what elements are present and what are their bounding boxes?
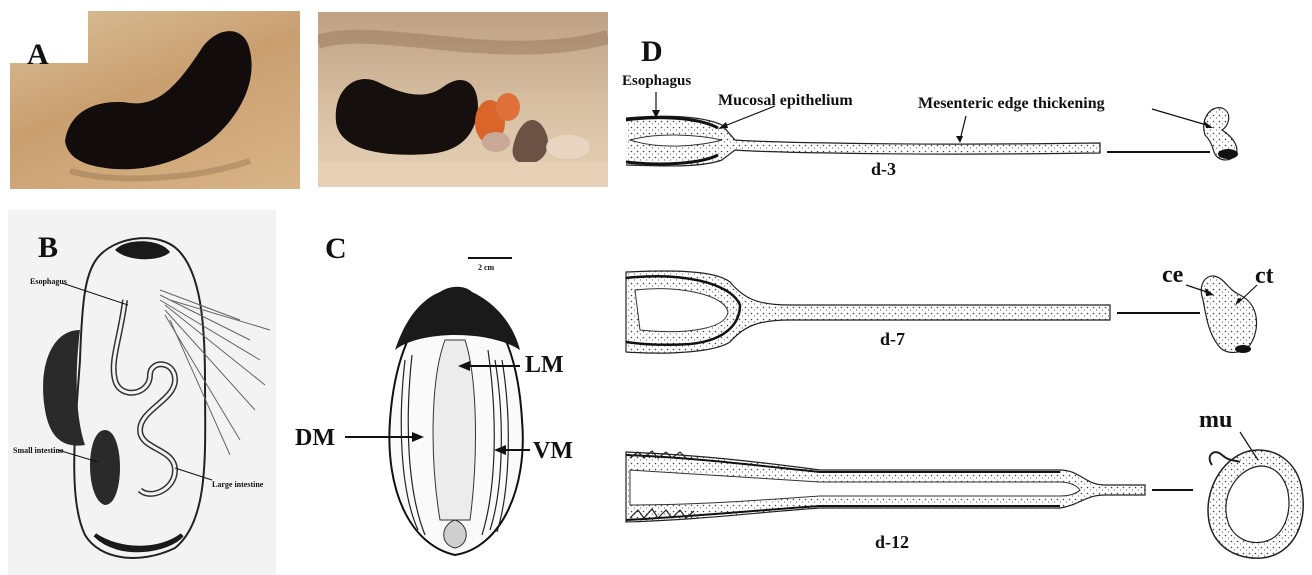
- label-stage-d3: d-3: [871, 160, 896, 178]
- stage-d12-diagram: [626, 450, 1303, 558]
- label-mu: mu: [1199, 408, 1232, 432]
- label-mucosal-epithelium: Mucosal epithelium: [718, 93, 853, 109]
- label-ce: ce: [1162, 263, 1183, 287]
- label-esophagus-d: Esophagus: [622, 74, 691, 89]
- label-stage-d7: d-7: [880, 330, 905, 348]
- label-ct: ct: [1255, 264, 1274, 288]
- stage-d3-diagram: [626, 108, 1238, 166]
- label-stage-d12: d-12: [875, 533, 909, 551]
- label-mesenteric-edge: Mesenteric edge thickening: [918, 96, 1105, 112]
